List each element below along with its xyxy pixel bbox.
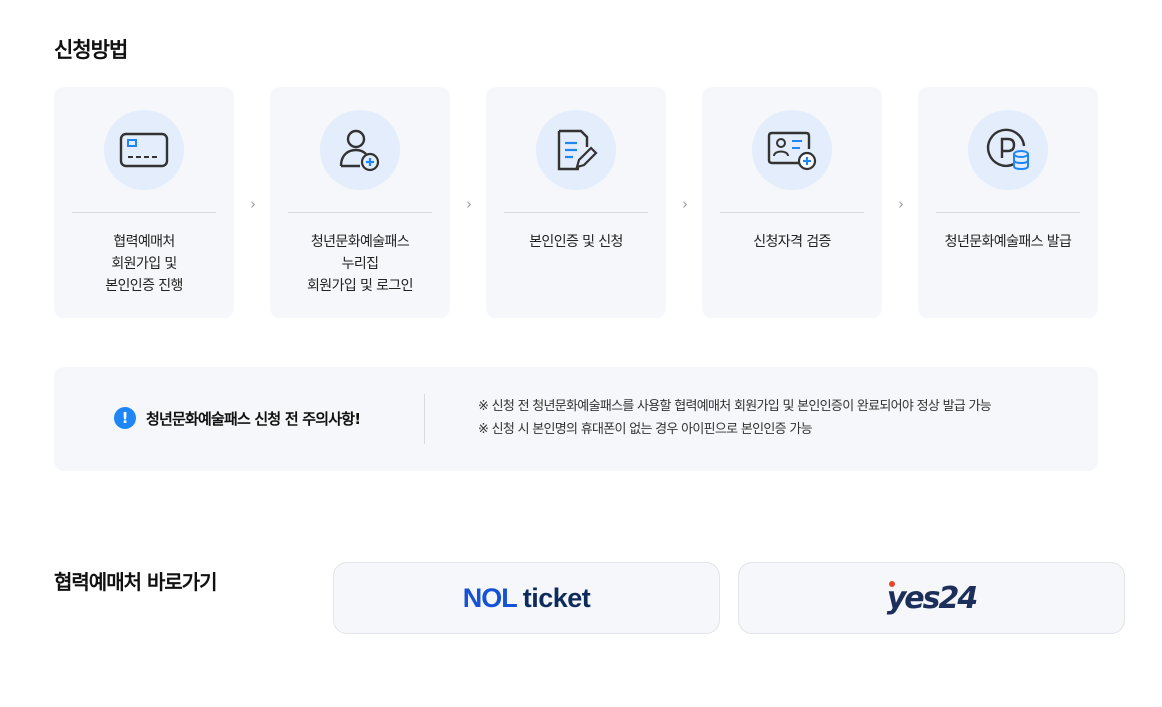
point-coin-icon (968, 110, 1048, 190)
step-divider (288, 212, 432, 213)
notice-item: ※ 신청 전 청년문화예술패스를 사용할 협력예매처 회원가입 및 본인인증이 … (478, 399, 992, 414)
notice-box: ! 청년문화예술패스 신청 전 주의사항! ※ 신청 전 청년문화예술패스를 사… (54, 367, 1098, 471)
yes24-logo: yes24 (886, 580, 978, 616)
step-card-2: 청년문화예술패스 누리집 회원가입 및 로그인 (270, 87, 450, 318)
notice-item: ※ 신청 시 본인명의 휴대폰이 없는 경우 아이핀으로 본인인증 가능 (478, 422, 813, 437)
chevron-right-icon: › (682, 195, 688, 213)
step-divider (720, 212, 864, 213)
id-card-check-icon (752, 110, 832, 190)
step-label: 청년문화예술패스 누리집 회원가입 및 로그인 (307, 234, 414, 294)
step-label: 청년문화예술패스 발급 (944, 234, 1072, 250)
chevron-right-icon: › (898, 195, 904, 213)
chevron-right-icon: › (250, 195, 256, 213)
notice-divider (424, 394, 425, 444)
document-edit-icon (536, 110, 616, 190)
step-label: 본인인증 및 신청 (529, 234, 623, 250)
user-add-icon (320, 110, 400, 190)
step-divider (504, 212, 648, 213)
application-steps: 협력예매처 회원가입 및 본인인증 진행 › 청년문화예술패스 누리집 회원가입… (54, 87, 1098, 318)
step-card-5: 청년문화예술패스 발급 (918, 87, 1098, 318)
alert-icon: ! (114, 407, 136, 429)
step-card-4: 신청자격 검증 (702, 87, 882, 318)
notice-header: ! 청년문화예술패스 신청 전 주의사항! (114, 407, 361, 429)
card-icon (104, 110, 184, 190)
step-label: 협력예매처 회원가입 및 본인인증 진행 (105, 234, 183, 294)
step-card-1: 협력예매처 회원가입 및 본인인증 진행 (54, 87, 234, 318)
notice-items: ※ 신청 전 청년문화예술패스를 사용할 협력예매처 회원가입 및 본인인증이 … (478, 395, 992, 441)
step-divider (72, 212, 216, 213)
yes24-button[interactable]: yes24 (738, 562, 1125, 634)
step-divider (936, 212, 1080, 213)
chevron-right-icon: › (466, 195, 472, 213)
step-label: 신청자격 검증 (753, 234, 831, 250)
partners-title: 협력예매처 바로가기 (54, 570, 218, 594)
section-title: 신청방법 (54, 38, 128, 62)
notice-title: 청년문화예술패스 신청 전 주의사항! (146, 409, 361, 428)
step-card-3: 본인인증 및 신청 (486, 87, 666, 318)
